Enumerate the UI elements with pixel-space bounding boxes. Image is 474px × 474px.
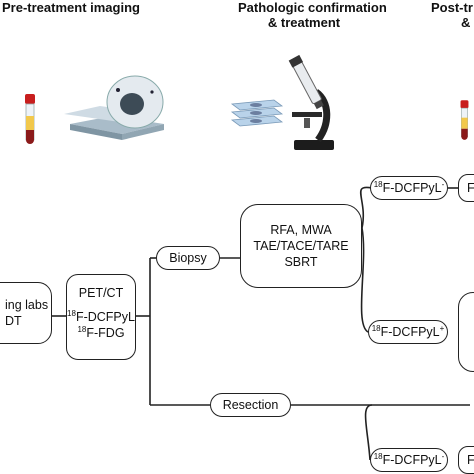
tissue-slides-icon [230,99,284,127]
header-post-line1: Post-tr [431,0,473,15]
pet-tracer-fdg: 18F-FDG [77,325,125,341]
right-box-top-label: F [467,181,474,195]
header-post-treatment: Post-tr & [431,0,473,30]
microscope-icon [288,54,334,150]
right-box-bottom-label: F [467,453,474,467]
header-pathologic-confirmation: Pathologic confirmation & treatment [238,0,387,30]
outcome-label: 18F-DCFPyL- [373,452,445,468]
pet-tracer-dcfpyl: 18F-DCFPyL [67,309,135,325]
treatment-line3: SBRT [284,255,318,269]
header-post-line2: & [461,15,471,30]
biopsy-pill: Biopsy [156,246,220,270]
blood-tube-icon [25,94,35,144]
resection-pill: Resection [210,393,291,417]
labs-line1: ing labs [5,298,49,312]
labs-line2: DT [5,314,22,328]
header-pre-treatment: Pre-treatment imaging [2,0,140,15]
treatment-box: RFA, MWA TAE/TACE/TARE SBRT [240,204,362,288]
outcome-label: 18F-DCFPyL+ [371,324,445,340]
right-box-bottom: F [458,446,474,474]
treatment-line2: TAE/TACE/TARE [253,239,349,253]
labs-box: ing labs DT [0,282,52,344]
pet-ct-title: PET/CT [78,286,124,300]
resection-label: Resection [222,398,279,412]
outcome-pill-negative-top: 18F-DCFPyL- [370,176,448,200]
pet-ct-box: PET/CT 18F-DCFPyL 18F-FDG [66,274,136,360]
blood-tube-icon [460,100,469,140]
outcome-pill-negative-bottom: 18F-DCFPyL- [370,448,448,472]
right-box-top: F [458,174,474,202]
header-pathologic-line1: Pathologic confirmation [238,0,387,15]
pet-ct-scanner-icon [64,75,164,140]
right-box-middle [458,292,474,372]
outcome-pill-positive: 18F-DCFPyL+ [368,320,448,344]
outcome-label: 18F-DCFPyL- [373,180,445,196]
treatment-line1: RFA, MWA [270,223,332,237]
header-pathologic-line2: & treatment [267,15,341,30]
biopsy-label: Biopsy [169,251,207,265]
